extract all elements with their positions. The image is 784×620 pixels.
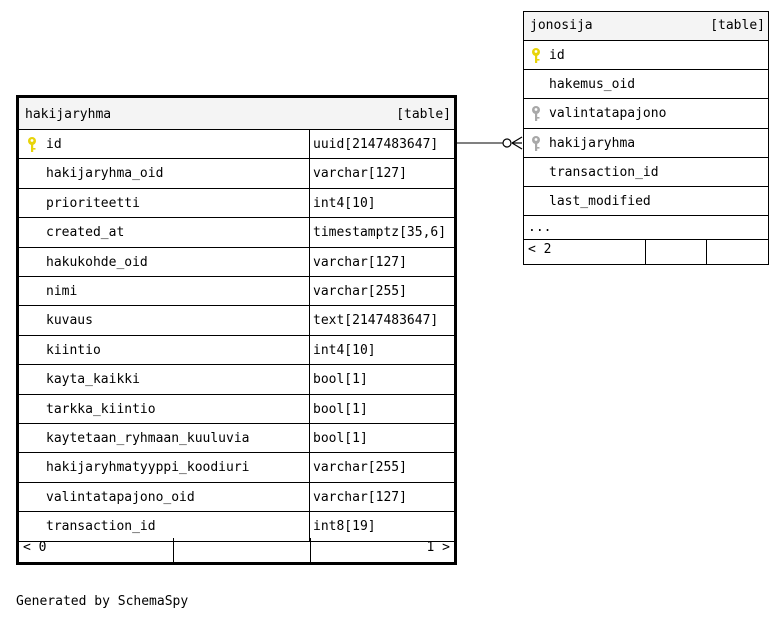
footer-parents-count: < 2 xyxy=(528,242,552,257)
table-kind: [table] xyxy=(710,18,765,33)
column-divider xyxy=(309,453,310,482)
column-row[interactable]: hakijaryhma_oid varchar[127] xyxy=(19,159,454,189)
more-columns-indicator: ... xyxy=(528,220,552,235)
column-row[interactable]: created_at timestamptz[35,6] xyxy=(19,218,454,248)
crowsfoot-lower xyxy=(511,142,523,150)
column-name: nimi xyxy=(46,284,78,299)
column-divider xyxy=(309,365,310,394)
column-name: valintatapajono xyxy=(549,106,667,122)
zero-optionality-marker xyxy=(502,138,512,148)
table-footer: < 0 1 > xyxy=(19,538,454,562)
column-type: bool[1] xyxy=(313,401,368,417)
column-name: id xyxy=(46,137,62,152)
generated-by-note: Generated by SchemaSpy xyxy=(16,594,189,609)
column-row[interactable]: id uuid[2147483647] xyxy=(19,130,454,160)
primary-key-icon xyxy=(530,47,542,64)
column-divider xyxy=(309,306,310,335)
column-type: uuid[2147483647] xyxy=(313,137,439,152)
column-divider xyxy=(309,335,310,365)
footer-cell-children[interactable]: 1 > xyxy=(310,538,454,562)
crowsfoot-upper xyxy=(511,136,523,144)
column-type: varchar[127] xyxy=(313,489,407,505)
column-divider xyxy=(309,159,310,188)
column-type: int4[10] xyxy=(313,342,376,358)
table-header[interactable]: jonosija [table] xyxy=(524,12,768,41)
column-row[interactable]: nimi varchar[255] xyxy=(19,277,454,307)
column-type: varchar[127] xyxy=(313,254,407,270)
column-name: hakijaryhma_oid xyxy=(46,166,164,182)
footer-cell-children xyxy=(706,240,768,264)
column-row[interactable]: transaction_id int8[19] xyxy=(19,512,454,542)
column-row[interactable]: kiintio int4[10] xyxy=(19,335,454,366)
column-name: id xyxy=(549,48,565,63)
column-type: varchar[255] xyxy=(313,284,407,299)
column-name: transaction_id xyxy=(46,519,156,535)
column-row[interactable]: kaytetaan_ryhmaan_kuuluvia bool[1] xyxy=(19,424,454,454)
column-type: varchar[255] xyxy=(313,460,407,476)
column-divider xyxy=(309,188,310,218)
column-divider xyxy=(309,394,310,423)
column-row[interactable]: valintatapajono_oid varchar[127] xyxy=(19,482,454,513)
foreign-key-icon xyxy=(530,105,542,122)
footer-cell-parents[interactable]: < 0 xyxy=(19,538,174,562)
column-row[interactable]: tarkka_kiintio bool[1] xyxy=(19,394,454,424)
column-divider xyxy=(309,482,310,512)
column-row[interactable]: valintatapajono xyxy=(524,99,768,129)
column-name: kiintio xyxy=(46,342,101,358)
column-row[interactable]: hakukohde_oid varchar[127] xyxy=(19,247,454,277)
column-name: tarkka_kiintio xyxy=(46,401,156,417)
column-row[interactable]: hakemus_oid xyxy=(524,70,768,100)
column-divider xyxy=(309,512,310,541)
column-row[interactable]: transaction_id xyxy=(524,158,768,187)
column-name: kuvaus xyxy=(46,313,93,329)
column-name: transaction_id xyxy=(549,164,659,180)
table-kind: [table] xyxy=(396,107,451,122)
column-name: hakijaryhmatyyppi_koodiuri xyxy=(46,460,250,476)
column-name: hakijaryhma xyxy=(549,135,636,151)
column-name: kayta_kaikki xyxy=(46,372,140,388)
table-jonosija[interactable]: jonosija [table] id hakemus_oid valintatap… xyxy=(523,11,769,265)
column-type: bool[1] xyxy=(313,431,368,446)
column-type: timestamptz[35,6] xyxy=(313,225,447,241)
footer-cell-empty xyxy=(645,240,707,264)
column-name: prioriteetti xyxy=(46,195,140,211)
footer-cell-empty xyxy=(173,538,311,562)
footer-children-count: 1 > xyxy=(426,540,450,555)
column-type: text[2147483647] xyxy=(313,313,439,329)
footer-parents-count: < 0 xyxy=(23,540,47,555)
column-name: valintatapajono_oid xyxy=(46,489,195,505)
table-footer: < 2 xyxy=(524,240,768,264)
table-name: jonosija xyxy=(530,18,593,33)
table-hakijaryhma[interactable]: hakijaryhma [table] id uuid[2147483647] ha… xyxy=(16,95,457,565)
column-name: last_modified xyxy=(549,194,651,209)
foreign-key-icon xyxy=(530,135,542,152)
table-header[interactable]: hakijaryhma [table] xyxy=(19,98,454,130)
primary-key-icon xyxy=(26,136,38,153)
column-divider xyxy=(309,130,310,159)
column-type: varchar[127] xyxy=(313,166,407,182)
column-row[interactable]: kayta_kaikki bool[1] xyxy=(19,365,454,395)
column-name: hakemus_oid xyxy=(549,77,636,93)
column-divider xyxy=(309,247,310,276)
column-divider xyxy=(309,218,310,247)
more-columns-row: ... xyxy=(524,216,768,240)
column-name: kaytetaan_ryhmaan_kuuluvia xyxy=(46,431,250,446)
column-type: bool[1] xyxy=(313,372,368,388)
column-type: int4[10] xyxy=(313,195,376,211)
column-divider xyxy=(309,424,310,453)
footer-cell-parents[interactable]: < 2 xyxy=(524,240,646,264)
column-name: created_at xyxy=(46,225,125,241)
column-row[interactable]: hakijaryhma xyxy=(524,129,768,158)
column-row[interactable]: prioriteetti int4[10] xyxy=(19,188,454,219)
column-divider xyxy=(309,277,310,306)
column-row[interactable]: kuvaus text[2147483647] xyxy=(19,306,454,336)
column-row[interactable]: last_modified xyxy=(524,187,768,217)
column-row[interactable]: hakijaryhmatyyppi_koodiuri varchar[255] xyxy=(19,453,454,483)
column-name: hakukohde_oid xyxy=(46,254,148,270)
table-name: hakijaryhma xyxy=(25,107,112,122)
column-row[interactable]: id xyxy=(524,41,768,71)
column-type: int8[19] xyxy=(313,519,376,535)
